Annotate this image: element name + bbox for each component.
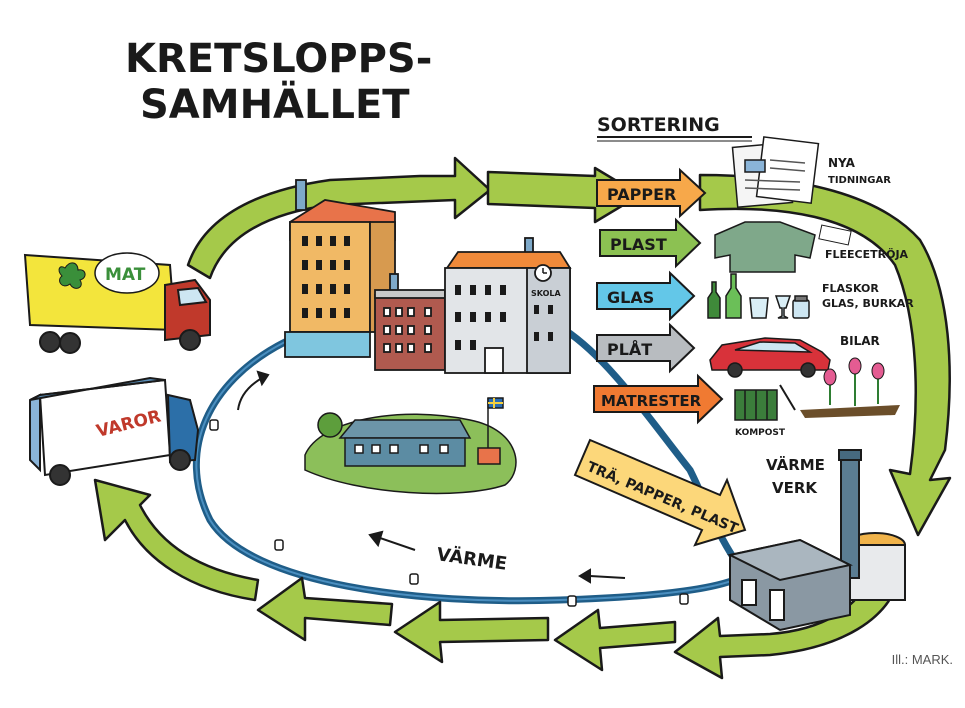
- illustration-credit: Ill.: MARK.: [891, 652, 953, 667]
- page-title-line1: KRETSLOPPS-: [125, 36, 432, 82]
- fuel-arrow: TRÄ, PAPPER, PLAST: [573, 438, 747, 547]
- house-lawn-icon: [304, 397, 517, 495]
- school-sign: SKOLA: [531, 289, 562, 298]
- result-label-glas-2: GLAS, BURKAR: [822, 297, 914, 310]
- svg-text:GLAS: GLAS: [607, 288, 654, 307]
- sorting-arrow-matrester: MATRESTER: [593, 373, 724, 425]
- heating-plant-icon: [727, 449, 906, 632]
- heat-direction-arrows: [237, 370, 626, 584]
- newspaper-icon: [731, 136, 820, 209]
- result-label-papper: NYA: [828, 156, 856, 170]
- result-label-plat: BILAR: [840, 334, 880, 348]
- result-label-papper-2: TIDNINGAR: [828, 175, 891, 186]
- car-icon: [709, 337, 831, 378]
- svg-text:MATRESTER: MATRESTER: [601, 392, 702, 410]
- svg-text:PLAST: PLAST: [610, 235, 667, 254]
- svg-text:PAPPER: PAPPER: [607, 185, 676, 204]
- glass-bottles-icon: [707, 273, 810, 319]
- compost-bin-icon: [734, 384, 796, 421]
- sorting-arrow-plat: PLÅT: [596, 322, 696, 374]
- result-label-glas: FLASKOR: [822, 282, 879, 295]
- cycle-arrows: [93, 156, 952, 680]
- food-truck-label: MAT: [105, 265, 146, 285]
- result-label-matrester: KOMPOST: [735, 428, 786, 438]
- plant-label-1: VÄRME: [766, 455, 825, 474]
- sorting-arrow-plast: PLAST: [599, 217, 702, 269]
- tulips-icon: [800, 357, 900, 418]
- food-truck-icon: [23, 252, 211, 354]
- school-building-icon: [444, 237, 572, 374]
- sorting-arrow-papper: PAPPER: [596, 167, 707, 219]
- svg-text:PLÅT: PLÅT: [607, 340, 652, 359]
- sorting-heading: SORTERING: [597, 114, 720, 136]
- heat-label: VÄRME: [435, 543, 508, 575]
- pipe-joints: [209, 419, 689, 607]
- goods-truck-icon: [29, 376, 200, 486]
- townhouse-icon: [374, 273, 446, 371]
- result-label-plast: FLEECETRÖJA: [825, 247, 909, 261]
- apartment-windows: [302, 236, 350, 318]
- fleece-sweater-icon: [714, 221, 852, 273]
- page-title-line2: SAMHÄLLET: [140, 80, 410, 128]
- sorting-arrow-glas: GLAS: [596, 270, 696, 322]
- plant-label-2: VERK: [772, 479, 818, 497]
